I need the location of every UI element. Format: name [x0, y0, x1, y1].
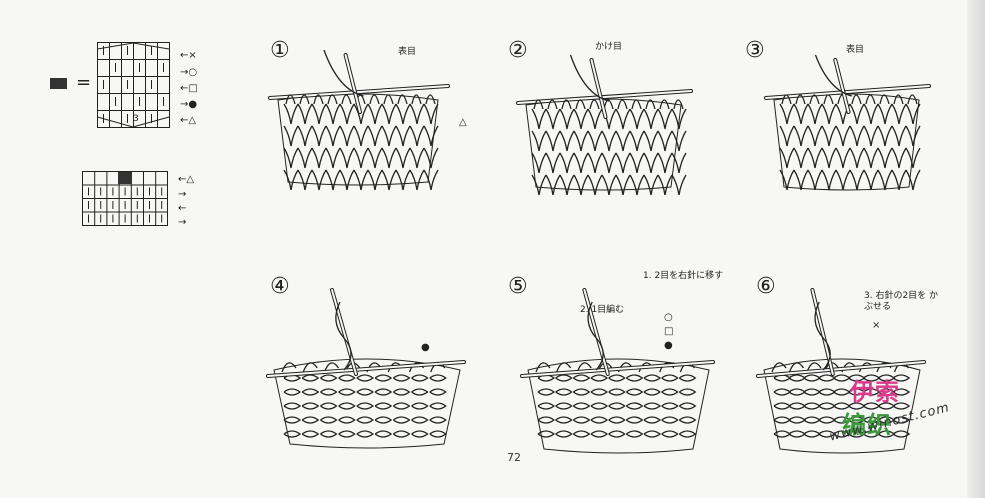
- bottom-stitch-chart: [82, 171, 168, 226]
- bottom-chart-mark-3: ←: [178, 203, 187, 214]
- step-1-mark: △: [459, 117, 467, 128]
- step-5-label-1: 1. 2目を右針に移す: [643, 271, 724, 281]
- step-4-mark: ●: [421, 342, 430, 353]
- step-2-label: かけ目: [595, 42, 623, 52]
- step-2-illustration: [516, 54, 693, 196]
- step-1-number: ①: [270, 38, 290, 63]
- step-1-illustration: [268, 49, 450, 191]
- top-chart-row-number: 3: [133, 114, 139, 124]
- top-chart-mark-2: →○: [180, 67, 198, 78]
- step-3-number: ③: [745, 38, 765, 63]
- bottom-chart-mark-2: →: [178, 189, 187, 200]
- step-3-label: 表目: [846, 45, 865, 55]
- bottom-chart-mark-4: →: [178, 217, 187, 228]
- legend-black-square: [50, 78, 67, 89]
- watermark-line-2: 编织: [842, 411, 892, 439]
- step-5-label-2: 2. 1目編む: [580, 305, 625, 315]
- step-4-illustration: [266, 288, 466, 449]
- top-chart-mark-1: ←×: [180, 50, 197, 61]
- watermark-line-1: 伊索: [850, 378, 900, 406]
- top-chart-mark-3: ←□: [180, 83, 198, 94]
- step-5-number: ⑤: [508, 274, 528, 299]
- step-4-number: ④: [270, 274, 290, 299]
- step-6-mark: ×: [872, 320, 881, 331]
- top-chart-mark-5: ←△: [180, 115, 197, 126]
- step-5-illustration: [520, 288, 715, 454]
- page-number: 72: [507, 451, 521, 464]
- step-1-label: 表目: [398, 47, 417, 57]
- step-2-number: ②: [508, 38, 528, 63]
- step-3-illustration: [764, 54, 931, 191]
- top-stitch-chart: [97, 42, 170, 128]
- page-edge-shadow: [967, 0, 985, 498]
- top-chart-mark-4: →●: [180, 99, 198, 110]
- step-6-label: 3. 右針の2目を かぶせる: [864, 291, 939, 312]
- bottom-chart-mark-1: ←△: [178, 174, 195, 185]
- step-5-mark-3: ●: [664, 340, 673, 351]
- legend-equals: =: [76, 72, 92, 93]
- step-5-mark-2: □: [664, 326, 674, 337]
- step-6-number: ⑥: [756, 274, 776, 299]
- step-6-illustration: [756, 288, 926, 454]
- step-5-mark-1: ○: [664, 312, 673, 323]
